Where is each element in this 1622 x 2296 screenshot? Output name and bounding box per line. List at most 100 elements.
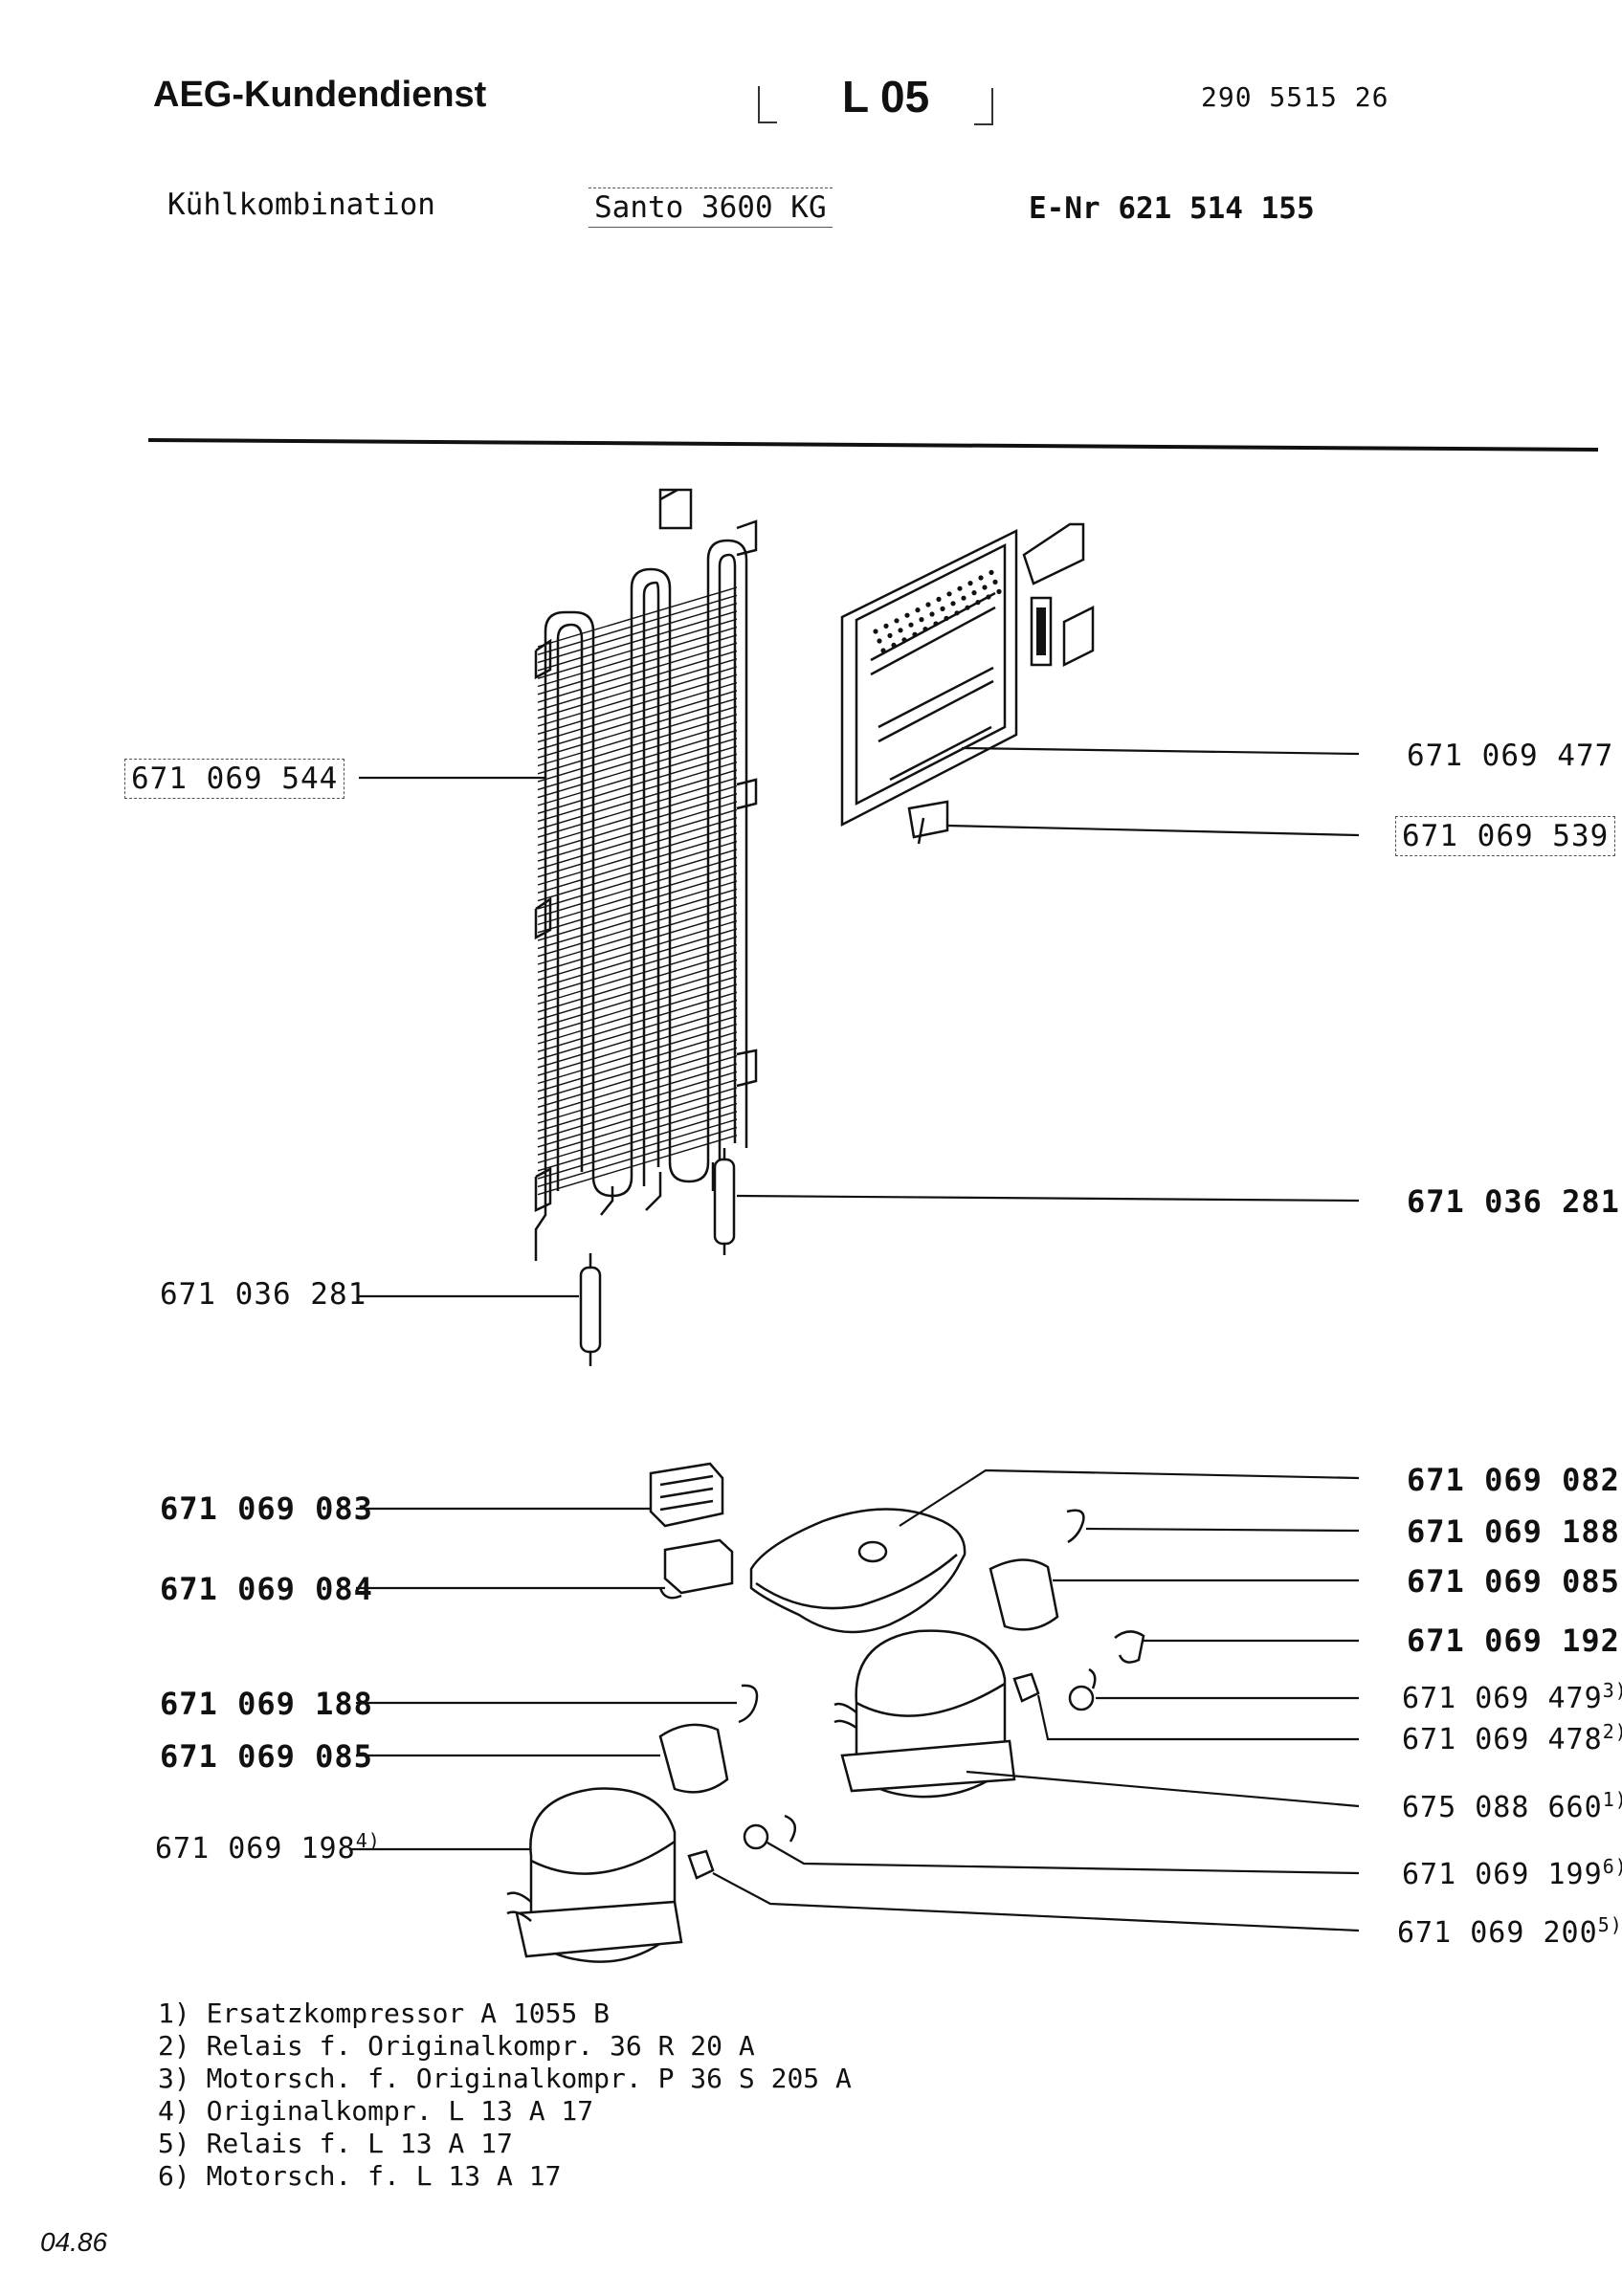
part-cover-large: 671 069 082	[1407, 1462, 1620, 1498]
condenser-wire	[538, 1016, 737, 1075]
condenser-wire	[538, 770, 737, 829]
evaporator-dot	[922, 627, 928, 632]
condenser-wire	[538, 762, 737, 822]
evaporator-dot	[925, 602, 931, 607]
evaporator-dot	[971, 590, 977, 596]
condenser-wire	[538, 635, 737, 695]
drier-right	[715, 1148, 734, 1255]
relay-orig	[1014, 1674, 1038, 1701]
e-number: E-Nr 621 514 155	[1029, 191, 1315, 226]
condenser-wire	[538, 1048, 737, 1107]
part-condenser: 671 069 544	[124, 759, 345, 799]
condenser-wire	[538, 715, 737, 774]
condenser-wire	[538, 1119, 737, 1179]
evaporator-dot	[898, 628, 903, 633]
evaporator-dot	[996, 588, 1002, 595]
evaporator-dot	[933, 621, 939, 627]
part-relay-orig: 671 069 4782)	[1402, 1720, 1622, 1756]
condenser-wire	[538, 739, 737, 798]
footnote-5: 5) Relais f. L 13 A 17	[158, 2128, 513, 2159]
evaporator-dot	[929, 611, 935, 617]
evaporator-dot	[880, 648, 886, 653]
evaporator-dot	[967, 581, 973, 586]
compressor-replacement	[834, 1631, 1014, 1798]
condenser-wire	[538, 833, 737, 893]
footnote-1: 1) Ersatzkompressor A 1055 B	[158, 1998, 611, 2029]
evaporator-dot	[978, 575, 984, 581]
condenser-wire	[538, 842, 737, 901]
condenser-wire	[538, 1112, 737, 1171]
evaporator-dot	[904, 612, 910, 618]
evaporator-dot	[965, 605, 970, 610]
evaporator-dot	[957, 585, 963, 591]
evaporator-dot	[919, 617, 924, 623]
condenser-wire	[538, 722, 737, 782]
condenser-wire	[538, 873, 737, 933]
condenser-wire	[538, 1071, 737, 1131]
condenser-wire	[538, 945, 737, 1004]
condenser-wire	[538, 921, 737, 981]
condenser-wire	[538, 889, 737, 948]
condenser-wire	[538, 881, 737, 940]
condenser-wire	[538, 953, 737, 1012]
condenser-wire	[538, 977, 737, 1036]
condenser-wire	[538, 1064, 737, 1123]
evaporator-dot	[936, 596, 942, 603]
evaporator-plate	[842, 524, 1093, 844]
motor-protector-l13	[744, 1816, 795, 1848]
part-motor-protector-orig: 671 069 4793)	[1402, 1679, 1622, 1715]
section-brackets	[759, 86, 992, 124]
section-code: L 05	[842, 72, 930, 121]
evaporator-dot	[908, 622, 914, 628]
relay-cover-top	[651, 1464, 722, 1526]
condenser-wire	[538, 968, 737, 1027]
part-relay-cover-bottom: 671 069 084	[160, 1571, 373, 1607]
condenser-wire	[538, 1001, 737, 1060]
footnote-3: 3) Motorsch. f. Originalkompr. P 36 S 20…	[158, 2063, 852, 2094]
condenser-coil	[536, 490, 756, 1261]
evaporator-dot	[894, 618, 900, 624]
condenser-wire	[538, 818, 737, 877]
part-clip-small: 671 069 192	[1407, 1623, 1620, 1659]
part-clamp-left: 671 069 085	[160, 1738, 373, 1775]
evaporator-dot	[912, 631, 918, 637]
evaporator-dot	[975, 600, 981, 606]
clip-right	[1067, 1511, 1083, 1542]
header-divider	[148, 440, 1598, 450]
evaporator-dot	[950, 601, 956, 607]
print-date: 04.86	[40, 2227, 108, 2257]
condenser-wire	[538, 1008, 737, 1068]
product-type: Kühlkombination	[167, 188, 435, 222]
part-relay-cover-top: 671 069 083	[160, 1490, 373, 1527]
condenser-wire	[538, 1080, 737, 1139]
evaporator-dot	[891, 642, 897, 649]
relay-l13	[689, 1851, 713, 1878]
condenser-wire	[538, 1127, 737, 1186]
part-compressor-replacement: 675 088 6601)	[1402, 1788, 1622, 1824]
condenser-wire	[538, 683, 737, 742]
condenser-wire	[538, 937, 737, 996]
motor-protector-orig	[1070, 1669, 1095, 1710]
condenser-wire	[538, 707, 737, 766]
condenser-wire	[538, 691, 737, 750]
evaporator-dot	[883, 623, 889, 629]
condenser-wire	[538, 984, 737, 1044]
part-evaporator: 671 069 477	[1407, 739, 1614, 773]
condenser-wire	[538, 643, 737, 702]
clip-left	[739, 1686, 757, 1722]
condenser-wire	[538, 786, 737, 846]
condenser-wire	[538, 619, 737, 678]
brand-title: AEG-Kundendienst	[153, 75, 487, 115]
condenser-wire	[538, 1032, 737, 1092]
part-evaporator-clip: 671 069 539	[1395, 816, 1616, 856]
footnotes: 1) Ersatzkompressor A 1055 B 2) Relais f…	[158, 1998, 852, 2193]
part-motor-protector-l13: 671 069 1996)	[1402, 1855, 1622, 1891]
condenser-wire	[538, 1104, 737, 1163]
condenser-wire	[538, 866, 737, 925]
condenser-wire	[538, 628, 737, 687]
condenser-wire	[538, 754, 737, 813]
condenser-wire	[538, 1095, 737, 1155]
condenser-wire	[538, 802, 737, 861]
evaporator-dot	[873, 629, 878, 634]
